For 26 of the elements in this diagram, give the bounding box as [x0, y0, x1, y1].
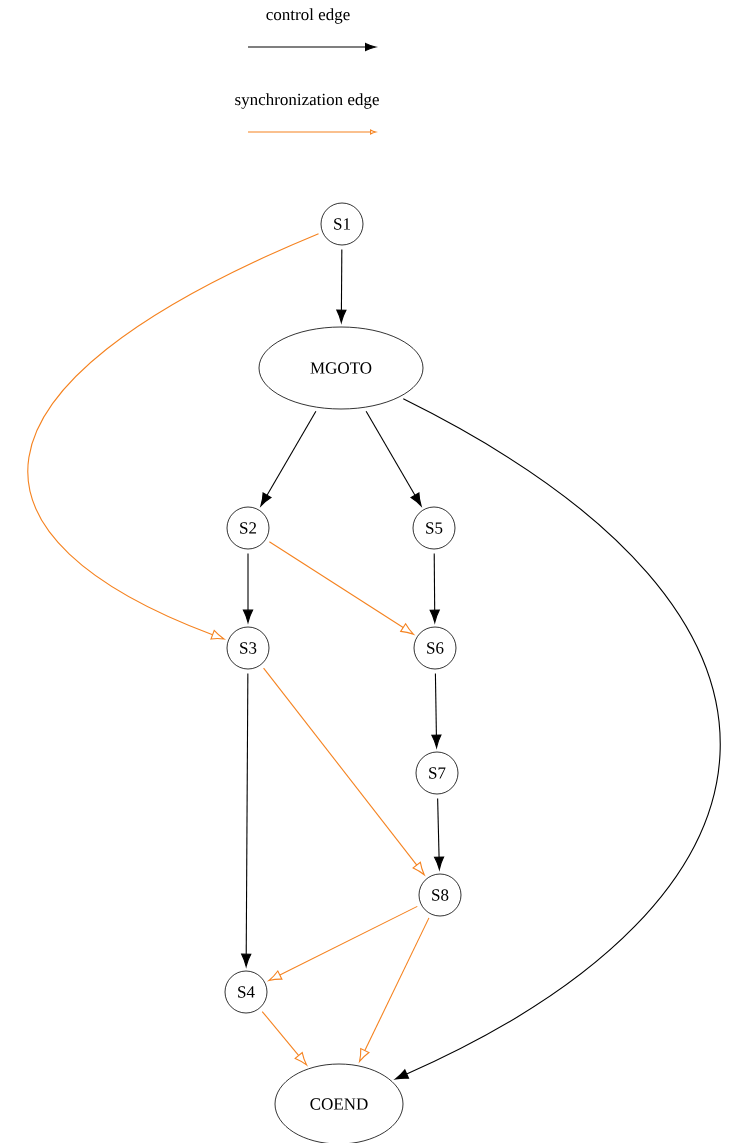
arrow — [336, 248, 347, 323]
legend-text: synchronization edge — [235, 93, 379, 109]
arrow — [263, 667, 425, 876]
arrow — [261, 1011, 308, 1066]
ellipse-node: S6 — [413, 626, 457, 670]
ellipse-node: S2 — [226, 506, 270, 550]
arrow — [242, 552, 254, 623]
arrow — [395, 398, 721, 1080]
arrow — [268, 541, 414, 635]
ellipse-node: S7 — [415, 751, 459, 795]
arrow — [429, 552, 440, 623]
arrow — [365, 410, 422, 507]
arrow — [268, 905, 418, 982]
ellipse-node: S5 — [412, 506, 456, 550]
ellipse-node: S4 — [224, 970, 268, 1014]
arrow — [28, 233, 320, 640]
arrow — [241, 672, 252, 967]
ellipse-node: S3 — [226, 626, 270, 670]
arrow — [431, 672, 442, 748]
ellipse-node: S1 — [320, 202, 364, 246]
ellipse-node: MGOTO — [258, 326, 424, 410]
arrow — [433, 797, 445, 870]
arrow — [260, 410, 317, 507]
ellipse-node: S8 — [418, 873, 462, 917]
arrow — [359, 917, 430, 1062]
legend-text: control edge — [266, 8, 350, 24]
